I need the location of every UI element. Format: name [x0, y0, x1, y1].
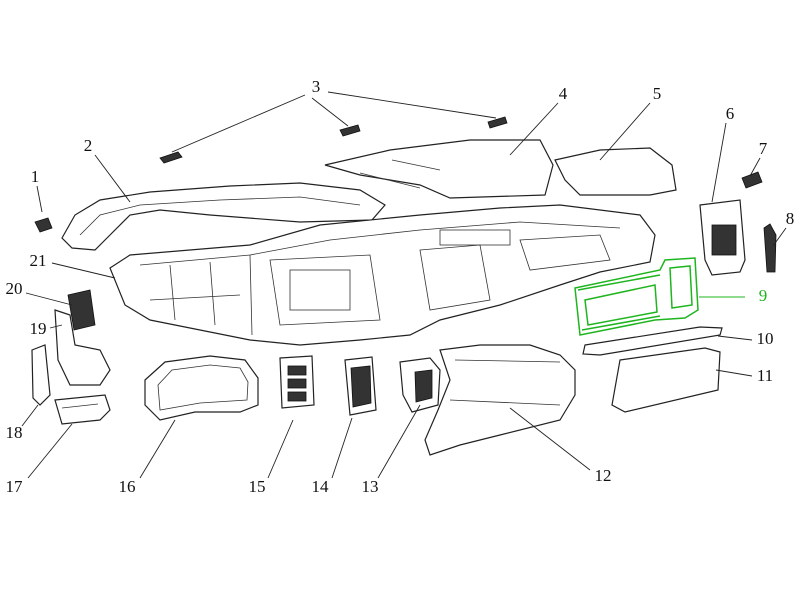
leader-lines [21, 91, 787, 479]
part-3-clip-right[interactable] [487, 116, 508, 129]
part-3-clip-mid[interactable] [339, 124, 361, 137]
leader-line-18 [21, 404, 39, 427]
callout-label-16[interactable]: 16 [119, 477, 136, 496]
leader-line-16 [139, 419, 176, 479]
part-4-center-cover[interactable] [324, 139, 554, 199]
leader-line-8 [772, 227, 787, 247]
callout-label-18[interactable]: 18 [6, 423, 23, 442]
leader-line-5 [599, 102, 651, 161]
leader-line-3 [311, 97, 349, 127]
part-20-left-vent[interactable] [67, 289, 96, 331]
part-9-glovebox-bracket[interactable] [574, 257, 699, 336]
leader-line-13 [377, 404, 421, 479]
callout-label-7[interactable]: 7 [759, 139, 768, 158]
leader-line-19 [49, 324, 63, 329]
callout-label-6[interactable]: 6 [726, 104, 735, 123]
callout-label-4[interactable]: 4 [559, 84, 568, 103]
callout-label-8[interactable]: 8 [786, 209, 795, 228]
leader-line-2 [94, 154, 131, 203]
part-5-right-cover[interactable] [554, 147, 677, 196]
callout-label-9[interactable]: 9 [759, 286, 768, 305]
callout-label-19[interactable]: 19 [30, 319, 47, 338]
leader-line-12 [509, 407, 591, 471]
part-6-vent-grille [711, 224, 737, 256]
callout-label-15[interactable]: 15 [249, 477, 266, 496]
callout-label-2[interactable]: 2 [84, 136, 93, 155]
part-16-cluster-bezel[interactable] [144, 355, 259, 421]
leader-line-17 [27, 423, 73, 479]
callout-label-21[interactable]: 21 [30, 251, 47, 270]
callout-label-20[interactable]: 20 [6, 279, 23, 298]
leader-line-3 [327, 91, 497, 119]
leader-line-14 [331, 417, 353, 479]
part-12-lower-panel[interactable] [424, 344, 576, 456]
part-1-vent[interactable] [34, 217, 53, 233]
callout-label-17[interactable]: 17 [6, 477, 24, 496]
leader-line-1 [36, 185, 43, 213]
leader-line-10 [717, 335, 753, 341]
callout-label-14[interactable]: 14 [312, 477, 330, 496]
leader-line-7 [749, 157, 761, 177]
leader-line-4 [509, 102, 559, 156]
callout-label-3[interactable]: 3 [312, 77, 321, 96]
callout-label-1[interactable]: 1 [31, 167, 40, 186]
leader-line-20 [25, 292, 73, 306]
part-18-side-cap[interactable] [31, 344, 51, 406]
leader-line-3 [171, 94, 306, 153]
part-11-glovebox-door[interactable] [611, 347, 721, 413]
callout-label-13[interactable]: 13 [362, 477, 379, 496]
part-19-left-vent-bezel[interactable] [54, 309, 111, 386]
callout-label-11[interactable]: 11 [757, 366, 773, 385]
leader-line-6 [711, 122, 727, 203]
part-7-vent[interactable] [741, 171, 763, 189]
part-17-knee-panel[interactable] [54, 394, 111, 425]
part-3-clip-left[interactable] [159, 151, 183, 164]
part-21-main-carrier[interactable] [109, 204, 656, 346]
leader-line-15 [267, 419, 294, 479]
leader-line-21 [51, 262, 116, 279]
part-10-trim-strip[interactable] [582, 326, 723, 356]
leader-line-11 [715, 369, 753, 377]
callout-label-5[interactable]: 5 [653, 84, 662, 103]
part-8-trim[interactable] [763, 223, 777, 273]
callout-label-12[interactable]: 12 [595, 466, 612, 485]
callout-label-10[interactable]: 10 [757, 329, 774, 348]
